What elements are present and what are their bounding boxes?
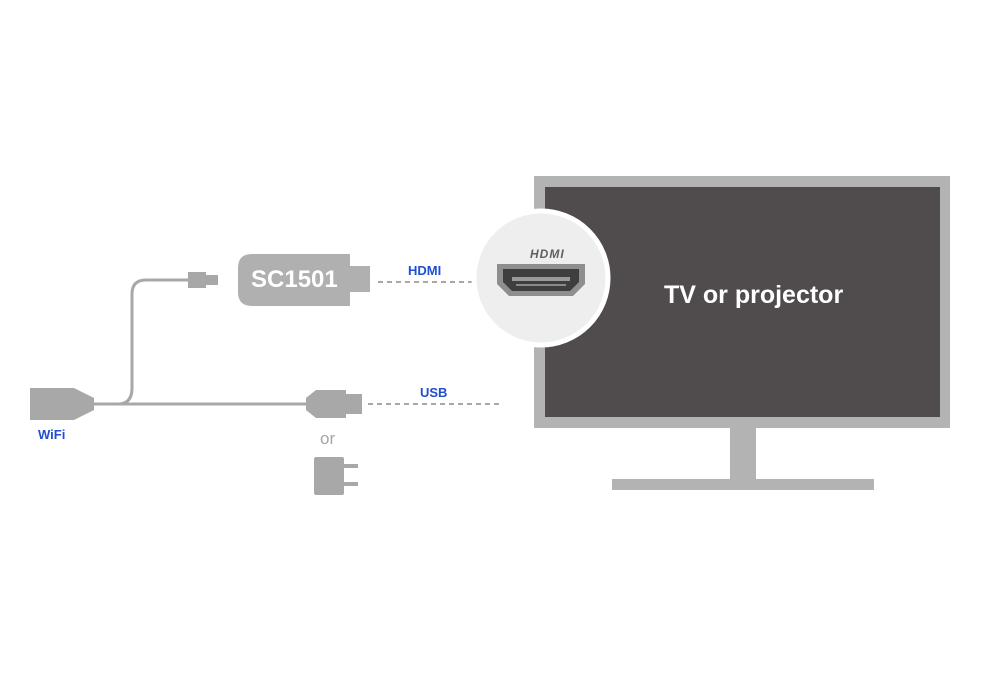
power-adapter-icon xyxy=(314,457,358,495)
wifi-label: WiFi xyxy=(38,427,66,442)
tv-stand-base xyxy=(612,479,874,490)
upper-cable xyxy=(116,278,190,406)
tv-monitor-icon xyxy=(534,176,950,490)
wifi-dongle-icon xyxy=(30,388,94,420)
cables xyxy=(88,278,308,406)
hdmi-port-icon xyxy=(471,208,611,348)
hdmi-label: HDMI xyxy=(408,263,442,278)
device-name-label: SC1501 xyxy=(251,266,338,293)
usb-plug-icon xyxy=(306,390,362,418)
tv-caption: TV or projector xyxy=(664,281,844,309)
hdmi-logo-text: HDMI xyxy=(530,247,565,261)
sc1501-device xyxy=(238,254,370,306)
tv-screen xyxy=(545,187,940,417)
micro-usb-connector-icon xyxy=(188,272,218,288)
device-hdmi-plug xyxy=(350,266,370,292)
tv-stand-neck xyxy=(730,428,756,479)
or-label: or xyxy=(320,429,336,448)
usb-label: USB xyxy=(420,385,448,400)
link-lines xyxy=(368,281,500,405)
